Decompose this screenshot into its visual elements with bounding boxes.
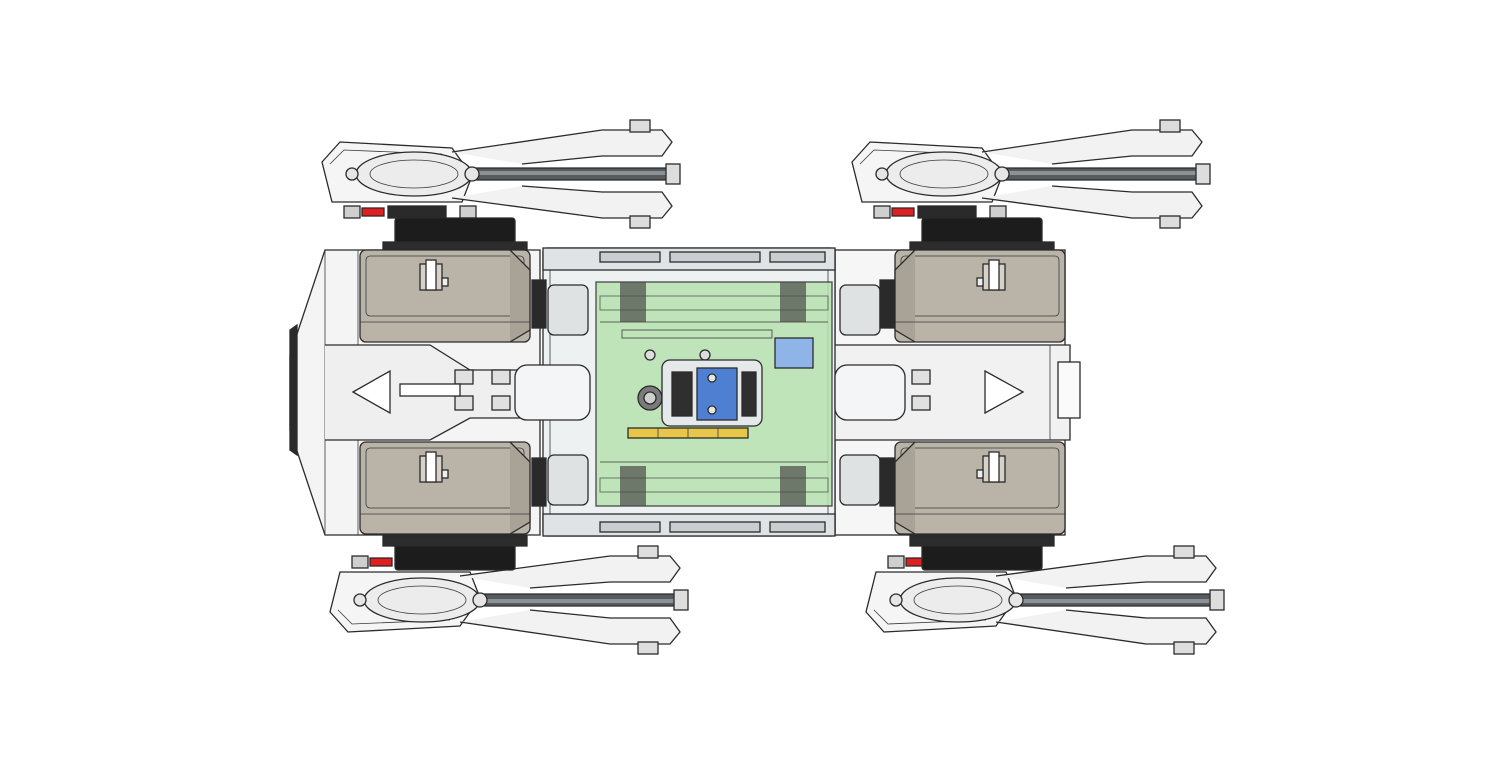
rear-standoffs <box>911 369 931 411</box>
servo-horn-top-left <box>382 217 528 253</box>
servo-rear-top <box>894 249 1066 343</box>
direction-arrow-left <box>351 369 391 415</box>
servo-front-bottom <box>359 441 531 535</box>
servo-horn-bottom-left <box>382 535 528 571</box>
leg-top-right <box>851 119 1211 229</box>
servo-horn-bottom-right <box>909 535 1055 571</box>
servo-horn-top-right <box>909 217 1055 253</box>
leg-bottom-right <box>865 545 1225 655</box>
servo-rear-bottom <box>894 441 1066 535</box>
front-standoffs <box>399 369 511 411</box>
leg-top-left <box>321 119 681 229</box>
servo-front-top <box>359 249 531 343</box>
direction-arrow-right <box>984 369 1025 415</box>
control-board <box>595 281 833 507</box>
